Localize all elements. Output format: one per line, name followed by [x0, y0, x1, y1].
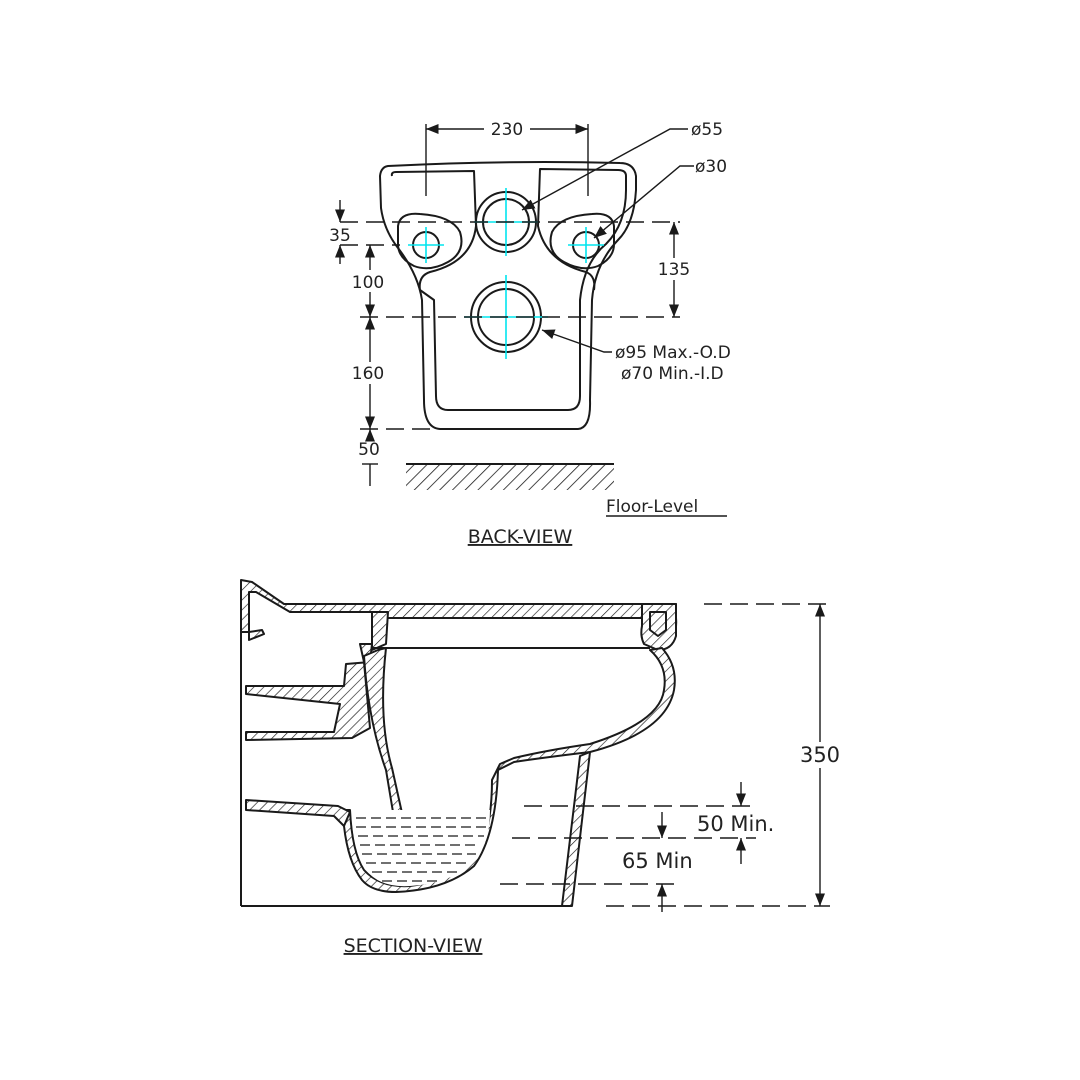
dim-230: 230: [425, 120, 589, 196]
dim-160-label: 160: [352, 364, 384, 384]
outlet-od-label: ø95 Max.-O.D: [615, 343, 731, 363]
dim-50-floor: 50: [358, 429, 380, 486]
dim-65-min: 65 Min: [622, 812, 693, 912]
floor-level: Floor-Level: [406, 463, 727, 517]
back-recess: [390, 168, 627, 411]
water-dashes: [356, 817, 488, 882]
dim-135: 135: [652, 222, 696, 317]
dim-d30-label: ø30: [695, 157, 727, 177]
dim-65-min-label: 65 Min: [622, 849, 693, 873]
dim-d30: ø30: [593, 157, 727, 239]
bowl-back-wall: [363, 647, 409, 843]
left-mount-pocket: [397, 212, 463, 270]
section-view: 350 50 Min. 65 Min SECTION-VIEW: [240, 579, 844, 957]
dim-135-label: 135: [658, 260, 690, 280]
dim-350-label: 350: [800, 743, 840, 767]
dim-350: 350: [796, 604, 844, 906]
bottom-channel: [245, 799, 351, 827]
dim-50-min: 50 Min.: [697, 782, 774, 864]
dim-35-label: 35: [329, 226, 351, 246]
dim-230-label: 230: [491, 120, 523, 140]
dim-100: 100: [346, 245, 388, 317]
back-view: 230 ø55 ø30 35 100: [329, 120, 731, 548]
centerlines: [408, 188, 604, 359]
dim-d55-label: ø55: [691, 120, 723, 140]
floor-level-label: Floor-Level: [606, 497, 698, 517]
right-mount-pocket: [549, 212, 615, 270]
dim-50-label: 50: [358, 440, 380, 460]
water-seal: [352, 810, 490, 887]
dim-100-label: 100: [352, 273, 384, 293]
top-wall: [240, 579, 678, 649]
back-outline: [379, 161, 637, 430]
dim-outlet: ø95 Max.-O.D ø70 Min.-I.D: [541, 329, 731, 384]
dim-50-min-label: 50 Min.: [697, 812, 774, 836]
outlet-id-label: ø70 Min.-I.D: [621, 364, 724, 384]
dim-160: 160: [346, 317, 388, 429]
upper-channel: [248, 629, 265, 641]
dim-d55: ø55: [521, 120, 723, 211]
flush-shelf: [245, 643, 373, 741]
bowl-lower-front: [561, 751, 591, 907]
rim-front: [640, 603, 677, 651]
section-view-title: SECTION-VIEW: [344, 935, 483, 957]
dim-35: 35: [329, 200, 351, 264]
rim-back: [371, 611, 389, 651]
back-view-title: BACK-VIEW: [468, 526, 573, 548]
